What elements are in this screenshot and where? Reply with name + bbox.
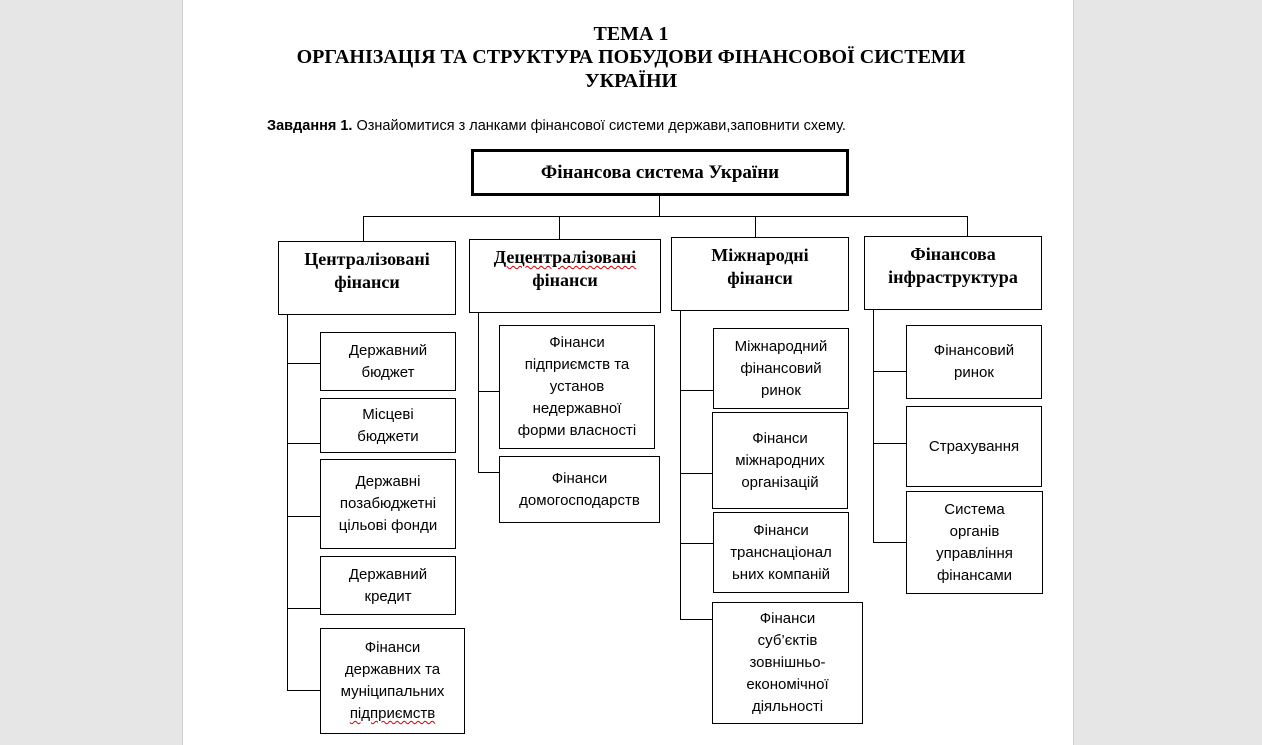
item-label: муніципальних: [340, 683, 445, 700]
item-label: Фінанси: [551, 469, 608, 487]
item-label: Система: [944, 500, 1005, 518]
item-label: позабюджетні: [339, 495, 437, 512]
category-label: інфраструктура: [888, 267, 1018, 287]
connector-col2-spine: [478, 313, 479, 473]
item-label: Державний: [348, 565, 428, 583]
category-label: фінанси: [532, 270, 598, 290]
item-insurance: Страхування: [906, 406, 1042, 487]
item-label: форми власності: [517, 422, 637, 439]
category-international-finance: Міжнародні фінанси: [671, 237, 849, 311]
item-label: Фінанси: [752, 429, 808, 447]
item-label: підприємств: [349, 705, 436, 722]
item-local-budgets: Місцеві бюджети: [320, 398, 456, 453]
connector-col1-down: [363, 216, 364, 241]
item-label: транснаціонал: [730, 543, 832, 561]
item-label: органів: [949, 522, 1000, 540]
item-state-municipal-enterprises: Фінанси державних та муніципальних підприєм…: [320, 628, 465, 734]
connector-tick: [873, 371, 906, 372]
connector-col4-down: [967, 216, 968, 236]
item-label: недержавної: [532, 400, 622, 417]
connector-col1-spine: [287, 315, 288, 691]
item-label: управління: [936, 544, 1013, 562]
item-international-organizations-finance: Фінанси міжнародних організацій: [712, 412, 848, 509]
item-label: міжнародних: [735, 451, 825, 469]
item-label: цільові фонди: [338, 517, 438, 534]
connector-tick: [287, 363, 320, 364]
item-foreign-economic-entities-finance: Фінанси суб’єктів зовнішньо-економічної дія…: [712, 602, 863, 724]
item-label: ринок: [954, 364, 994, 381]
topic-title: ОРГАНІЗАЦІЯ ТА СТРУКТУРА ПОБУДОВИ ФІНАНС…: [296, 46, 966, 68]
item-finance-management-bodies: Система органів управління фінансами: [906, 491, 1043, 594]
item-label: фінансами: [936, 566, 1013, 584]
task-text: Ознайомитися з ланками фінансової систем…: [352, 118, 846, 134]
item-extrabudgetary-funds: Державні позабюджетні цільові фонди: [320, 459, 456, 549]
connector-tick: [287, 690, 320, 691]
category-centralized-finance: Централізовані фінанси: [278, 241, 456, 315]
connector-root-down: [659, 195, 660, 217]
item-label: Фінанси: [753, 521, 809, 539]
item-label: зовнішньо-: [749, 654, 826, 671]
item-international-financial-market: Міжнародний фінансовий ринок: [713, 328, 849, 409]
connector-tick: [680, 390, 713, 391]
topic-number: ТЕМА 1: [593, 23, 669, 45]
connector-tick: [478, 391, 499, 392]
item-label: Місцеві: [362, 405, 414, 423]
item-label: підприємств та: [524, 356, 630, 373]
item-state-budget: Державний бюджет: [320, 332, 456, 391]
connector-tick: [680, 619, 713, 620]
item-label: кредит: [364, 587, 412, 605]
connector-col4-spine: [873, 310, 874, 543]
connector-tick: [287, 608, 320, 609]
item-label: бюджети: [357, 427, 419, 445]
item-label: Державні: [355, 473, 421, 490]
item-label: економічної: [746, 676, 829, 693]
item-label: діяльності: [751, 698, 824, 715]
connector-col2-down: [559, 216, 560, 239]
connector-tick: [287, 443, 320, 444]
root-node: Фінансова система України: [471, 149, 849, 196]
category-label: Міжнародні: [711, 245, 809, 265]
item-label: установ: [549, 378, 605, 395]
item-label: державних та: [344, 661, 441, 678]
category-decentralized-finance: Децентралізовані фінанси: [469, 239, 661, 313]
item-label: Страхування: [928, 437, 1020, 455]
connector-tick: [873, 443, 906, 444]
item-state-credit: Державний кредит: [320, 556, 456, 615]
category-label: Централізовані: [304, 249, 430, 269]
item-label: ринок: [761, 381, 801, 399]
item-label: домогосподарств: [519, 491, 640, 509]
item-label: Фінансовий: [933, 342, 1015, 359]
item-label: бюджет: [361, 363, 415, 381]
item-label: Фінанси: [364, 639, 421, 656]
item-label: Фінанси: [549, 334, 605, 351]
category-financial-infrastructure: Фінансова інфраструктура: [864, 236, 1042, 310]
connector-horizontal-bus: [363, 216, 968, 217]
topic-title-continued: УКРАЇНИ: [584, 70, 678, 92]
connector-col3-spine: [680, 311, 681, 620]
category-label: Фінансова: [910, 244, 996, 264]
item-private-enterprises-finance: Фінанси підприємств та установ недержавної ф…: [499, 325, 655, 449]
item-household-finance: Фінанси домогосподарств: [499, 456, 660, 523]
connector-tick: [873, 542, 906, 543]
task-paragraph: Завдання 1. Ознайомитися з ланками фінан…: [267, 118, 846, 134]
root-node-label: Фінансова система України: [540, 161, 780, 183]
connector-tick: [287, 516, 320, 517]
category-label: Децентралізовані: [493, 247, 637, 267]
item-label: ьних компаній: [731, 565, 830, 583]
item-label: Державний: [348, 341, 428, 359]
item-financial-market: Фінансовий ринок: [906, 325, 1042, 399]
category-label: фінанси: [727, 268, 793, 288]
item-label: суб’єктів: [757, 632, 818, 649]
task-label: Завдання 1.: [267, 118, 353, 134]
item-transnational-companies-finance: Фінанси транснаціонал ьних компаній: [713, 512, 849, 593]
connector-tick: [680, 473, 712, 474]
connector-col3-down: [755, 216, 756, 237]
connector-tick: [478, 472, 499, 473]
item-label: організацій: [741, 473, 819, 491]
connector-tick: [680, 543, 713, 544]
item-label: Міжнародний: [734, 337, 828, 355]
category-label: фінанси: [334, 272, 400, 292]
item-label: фінансовий: [740, 359, 822, 377]
item-label: Фінанси: [759, 610, 816, 627]
